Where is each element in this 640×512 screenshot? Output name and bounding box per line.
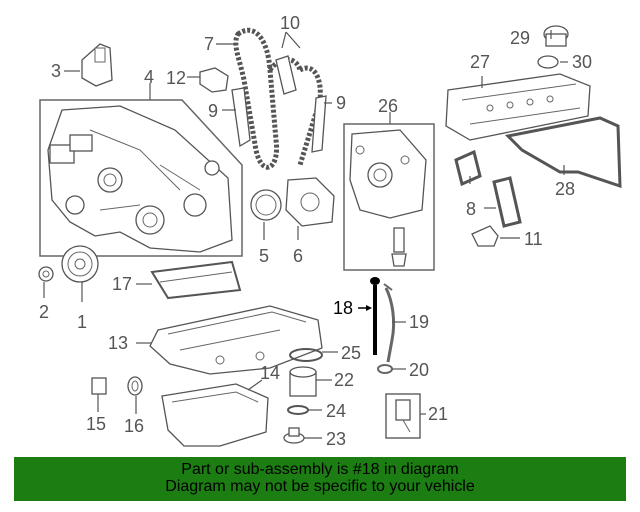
callout-3: 3 bbox=[51, 61, 61, 81]
callout-22: 22 bbox=[334, 370, 354, 390]
part-21-filter-element bbox=[385, 393, 421, 439]
part-2-bolt bbox=[38, 266, 54, 282]
part-14-oil-pan-lower bbox=[161, 383, 269, 447]
diagram-notice-banner: Part or sub-assembly is #18 in diagram D… bbox=[14, 457, 626, 501]
callout-27: 27 bbox=[470, 52, 490, 72]
callout-19: 19 bbox=[409, 312, 429, 332]
part-24-o-ring bbox=[287, 405, 309, 415]
callout-13: 13 bbox=[108, 333, 128, 353]
part-13-oil-pan-upper bbox=[149, 305, 323, 375]
callout-28: 28 bbox=[555, 179, 575, 199]
part-28-gasket bbox=[504, 116, 622, 189]
part-16-washer bbox=[127, 376, 143, 396]
part-11-bracket bbox=[471, 225, 499, 247]
callout-9-left: 9 bbox=[208, 101, 218, 121]
parts-diagram: 1 2 3 4 5 6 7 8 9 9 10 11 12 13 14 15 16… bbox=[38, 13, 622, 449]
part-10-tensioner bbox=[275, 55, 297, 95]
part-22-filter-housing bbox=[289, 366, 317, 397]
banner-line-1: Part or sub-assembly is #18 in diagram bbox=[181, 461, 459, 478]
callout-2: 2 bbox=[39, 302, 49, 322]
part-18-dipstick[interactable] bbox=[370, 277, 380, 355]
part-26-oil-pump-group bbox=[343, 123, 435, 271]
part-27-valve-cover bbox=[445, 73, 591, 141]
callout-6: 6 bbox=[293, 246, 303, 266]
part-7-timing-chain bbox=[233, 27, 323, 170]
callout-14: 14 bbox=[260, 363, 280, 383]
part-25-o-ring bbox=[289, 348, 323, 362]
callout-labels: 1 2 3 4 5 6 7 8 9 9 10 11 12 13 14 15 16… bbox=[39, 13, 592, 449]
callout-11: 11 bbox=[524, 229, 543, 249]
part-8-seals bbox=[454, 149, 522, 228]
callout-7: 7 bbox=[204, 34, 214, 54]
part-19-dipstick-tube bbox=[383, 283, 396, 363]
callout-4: 4 bbox=[144, 67, 154, 87]
part-20-o-ring bbox=[377, 364, 393, 374]
callout-8: 8 bbox=[466, 199, 476, 219]
callout-25: 25 bbox=[341, 343, 361, 363]
part-12-sensor bbox=[199, 67, 229, 93]
callout-9-right: 9 bbox=[336, 93, 346, 113]
part-9-chain-guides bbox=[231, 87, 327, 153]
callout-30: 30 bbox=[572, 52, 592, 72]
callout-21: 21 bbox=[428, 404, 448, 424]
callout-16: 16 bbox=[124, 416, 144, 436]
part-23-plug bbox=[283, 427, 305, 444]
part-6-plate bbox=[285, 177, 335, 227]
callout-20: 20 bbox=[409, 360, 429, 380]
callout-23: 23 bbox=[326, 429, 346, 449]
part-5-seal bbox=[250, 189, 282, 221]
part-3-bracket bbox=[81, 43, 113, 87]
callout-18: 18 bbox=[333, 298, 353, 318]
timing-cover-group bbox=[39, 99, 243, 257]
callout-15: 15 bbox=[86, 414, 106, 434]
callout-5: 5 bbox=[259, 246, 269, 266]
part-15-plug bbox=[91, 377, 107, 395]
callout-1: 1 bbox=[77, 312, 87, 332]
part-1-pulley bbox=[61, 245, 99, 283]
callout-29: 29 bbox=[510, 28, 530, 48]
callout-10: 10 bbox=[280, 13, 300, 33]
part-30-gasket bbox=[537, 55, 559, 69]
leader-lines bbox=[43, 30, 568, 439]
banner-line-2: Diagram may not be specific to your vehi… bbox=[165, 478, 475, 495]
part-17-gasket bbox=[150, 260, 242, 300]
callout-17: 17 bbox=[112, 274, 132, 294]
callout-26: 26 bbox=[378, 96, 398, 116]
part-29-oil-cap bbox=[543, 25, 569, 47]
callout-24: 24 bbox=[326, 401, 346, 421]
callout-12: 12 bbox=[166, 68, 186, 88]
